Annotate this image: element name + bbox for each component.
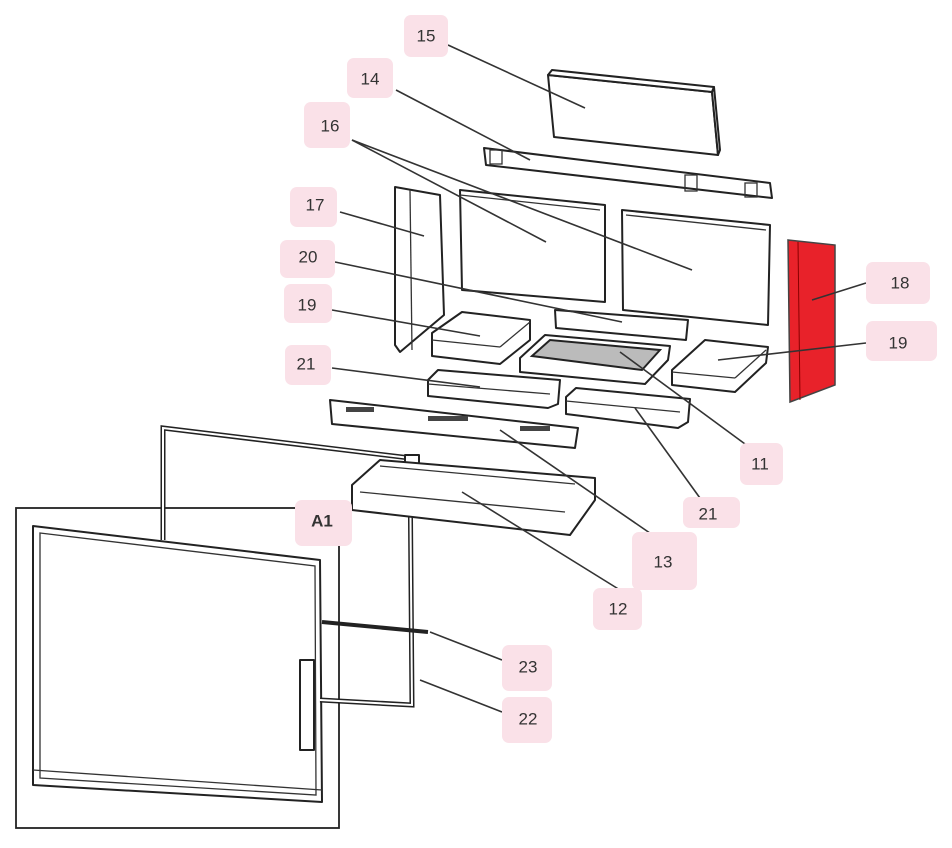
part-14-bracket bbox=[483, 147, 773, 199]
callout-a1: A1 bbox=[295, 500, 352, 546]
callout-text: 13 bbox=[654, 552, 673, 571]
part-18-side-brick-highlighted bbox=[787, 239, 836, 404]
callout-21-left: 21 bbox=[285, 345, 331, 385]
callout-11: 11 bbox=[740, 443, 783, 485]
callout-19-left: 19 bbox=[284, 284, 332, 323]
callout-text: 23 bbox=[519, 657, 538, 676]
part-16-back-brick-left bbox=[459, 189, 606, 303]
callout-23: 23 bbox=[502, 645, 552, 691]
part-16-back-brick-right bbox=[621, 209, 771, 326]
callout-19-right: 19 bbox=[866, 321, 937, 361]
part-12-ash-tray bbox=[351, 459, 596, 536]
part-13-front-rail bbox=[329, 399, 579, 449]
callout-21-right: 21 bbox=[683, 497, 740, 528]
callout-text: 20 bbox=[299, 247, 318, 266]
callout-16: 16 bbox=[304, 102, 350, 148]
callout-15: 15 bbox=[404, 15, 448, 57]
part-21-brick-left bbox=[427, 369, 561, 409]
callout-22: 22 bbox=[502, 697, 552, 743]
callout-text: 16 bbox=[321, 116, 340, 135]
callout-20: 20 bbox=[280, 240, 335, 278]
callout-text: 12 bbox=[609, 599, 628, 618]
part-20-front-brick bbox=[554, 309, 689, 341]
part-15-baffle bbox=[547, 69, 721, 156]
callout-text: 21 bbox=[297, 354, 316, 373]
callout-18: 18 bbox=[866, 262, 930, 304]
door-glass-panel bbox=[32, 525, 323, 803]
callout-text: 21 bbox=[699, 504, 718, 523]
part-21-brick-right bbox=[565, 387, 691, 429]
leader-lines bbox=[331, 44, 867, 713]
door-seal-22 bbox=[160, 425, 429, 708]
callout-17: 17 bbox=[290, 187, 337, 227]
callout-text: 18 bbox=[891, 273, 910, 292]
callout-text: 15 bbox=[417, 26, 436, 45]
assembly-a1-frame bbox=[15, 507, 340, 829]
callout-text: A1 bbox=[311, 511, 333, 530]
part-11-grate bbox=[519, 334, 671, 385]
callout-text: 11 bbox=[751, 454, 769, 473]
part-19-floor-brick-left bbox=[431, 311, 531, 365]
callout-12: 12 bbox=[593, 588, 642, 630]
callout-13: 13 bbox=[632, 532, 697, 590]
callout-14: 14 bbox=[347, 58, 393, 98]
callout-text: 19 bbox=[889, 333, 908, 352]
part-17-side-brick bbox=[394, 186, 445, 353]
callout-text: 14 bbox=[361, 69, 380, 88]
callout-text: 22 bbox=[519, 709, 538, 728]
callout-text: 19 bbox=[298, 295, 317, 314]
callout-text: 17 bbox=[306, 195, 325, 214]
part-19-floor-brick-right bbox=[671, 339, 769, 393]
